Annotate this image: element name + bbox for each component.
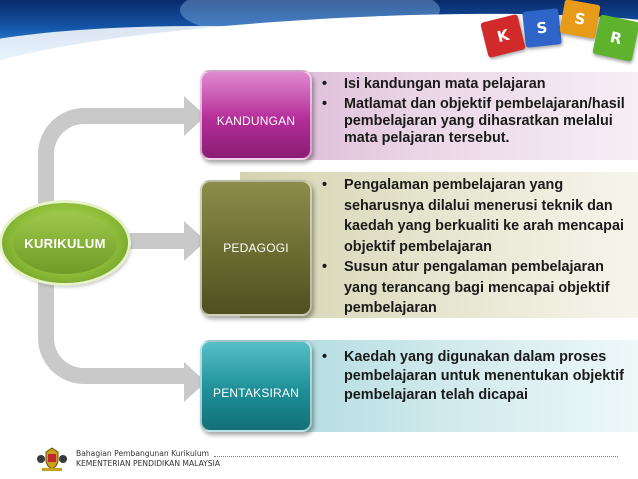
list-item-text: Susun atur pengalaman pembelajaran yang … [344,259,610,316]
bullet-marker: • [322,76,328,92]
bullet-marker: • [322,177,328,193]
connector-arrow-bottom [38,280,188,384]
cube-s1: S [522,8,562,48]
cube-r: R [592,14,638,62]
kandungan-label: KANDUNGAN [216,114,296,128]
bullet-marker: • [322,349,328,365]
connector-arrow-middle [118,233,188,249]
list-item-text: Pengalaman pembelajaran yang seharusnya … [344,177,624,255]
footer-line-1: Bahagian Pembangunan Kurikulum [76,449,210,458]
pedagogi-list: • Pengalaman pembelajaran yang seharusny… [318,175,634,319]
list-item-text: Matlamat dan objektif pembelajaran/hasil… [344,96,625,146]
footer-organization: Bahagian Pembangunan Kurikulum KEMENTERI… [76,449,220,469]
cube-k: K [480,13,526,59]
kandungan-list: • Isi kandungan mata pelajaran • Matlama… [318,76,634,147]
pedagogi-box: PEDAGOGI [200,180,312,316]
footer-divider [214,456,618,457]
list-item: • Pengalaman pembelajaran yang seharusny… [318,175,634,257]
kurikulum-node: KURIKULUM [2,203,128,283]
bullet-marker: • [322,96,328,112]
kurikulum-label: KURIKULUM [13,212,117,274]
list-item: • Matlamat dan objektif pembelajaran/has… [318,96,634,147]
list-item-text: Isi kandungan mata pelajaran [344,76,546,92]
footer-line-2: KEMENTERIAN PENDIDIKAN MALAYSIA [76,459,221,468]
pentaksiran-list: • Kaedah yang digunakan dalam proses pem… [318,348,634,405]
connector-arrow-top [38,108,188,212]
list-item-text: Kaedah yang digunakan dalam proses pembe… [344,349,624,403]
bullet-marker: • [322,259,328,275]
pentaksiran-box: PENTAKSIRAN [200,340,312,432]
list-item: • Isi kandungan mata pelajaran [318,76,634,93]
kandungan-box: KANDUNGAN [200,70,312,160]
pentaksiran-label: PENTAKSIRAN [213,386,299,400]
kssr-cubes-logo: K S S R [470,0,638,70]
coat-of-arms-icon [37,447,67,471]
list-item: • Kaedah yang digunakan dalam proses pem… [318,348,634,405]
list-item: • Susun atur pengalaman pembelajaran yan… [318,257,634,319]
pedagogi-label: PEDAGOGI [223,241,289,255]
cube-s2: S [559,0,601,39]
